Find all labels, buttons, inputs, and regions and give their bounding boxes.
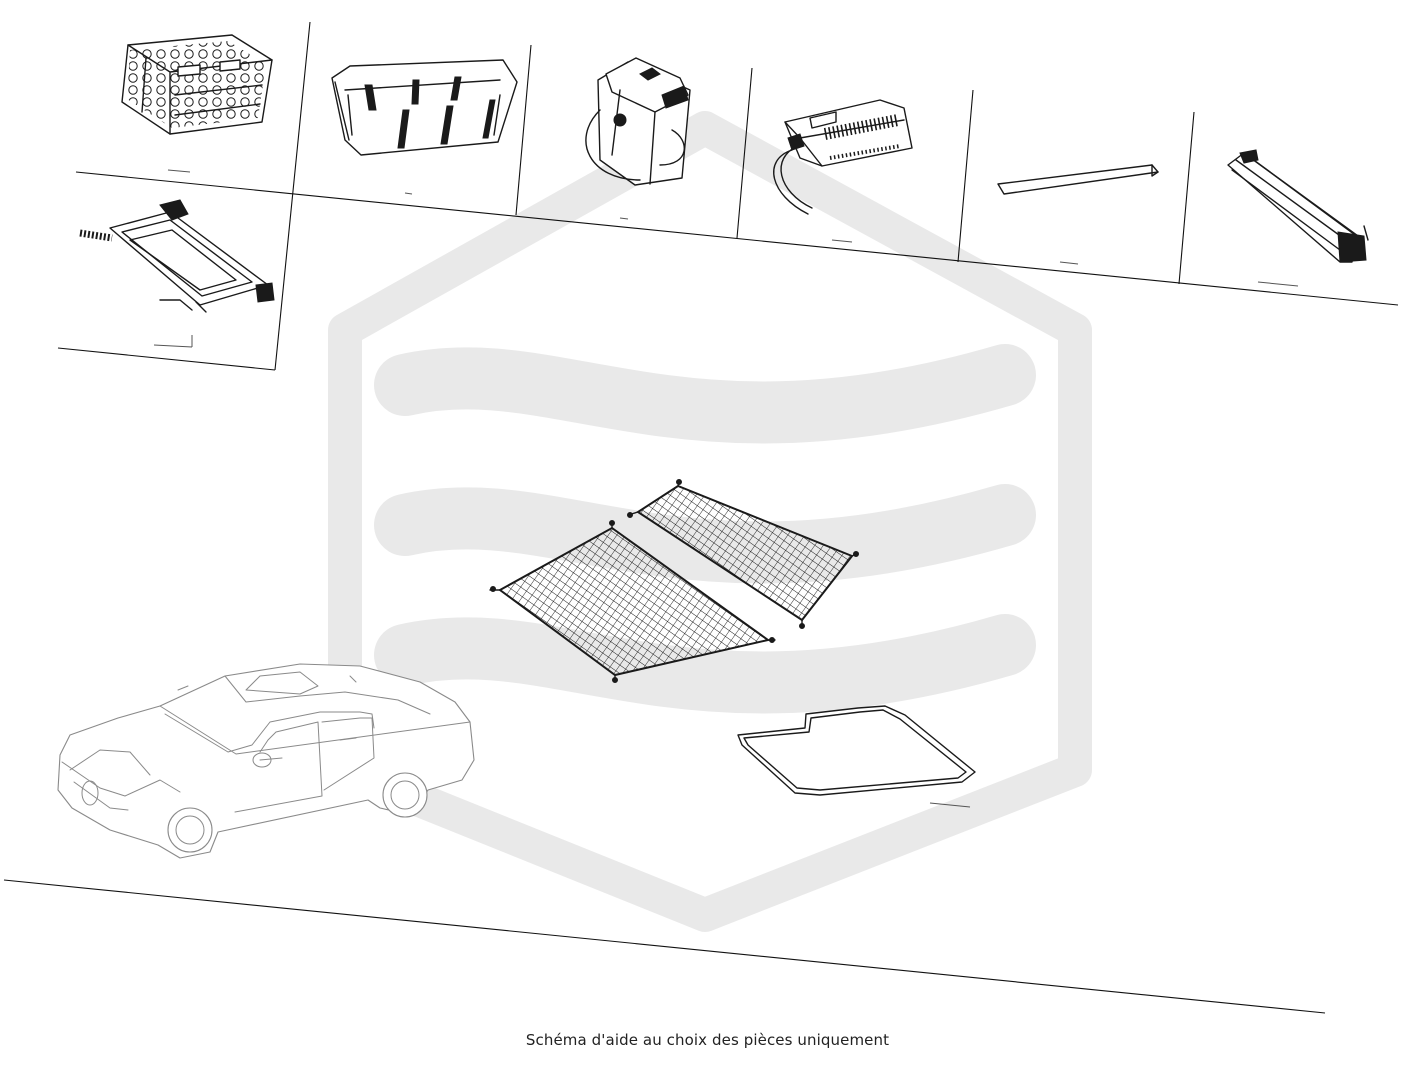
cargo-net-icon[interactable] bbox=[489, 520, 776, 683]
cargo-basket-icon[interactable] bbox=[331, 59, 518, 195]
roof-carrier-icon[interactable] bbox=[1227, 149, 1369, 287]
cool-box-icon[interactable] bbox=[773, 99, 913, 243]
panel-separators bbox=[3, 21, 1399, 1014]
watermark-logo-icon bbox=[328, 111, 1092, 932]
cool-bag-icon[interactable] bbox=[585, 57, 691, 220]
folding-crate-icon[interactable] bbox=[121, 34, 273, 173]
trunk-mat-icon[interactable] bbox=[737, 705, 976, 808]
luggage-net-icon[interactable] bbox=[627, 479, 859, 629]
diagram-caption: Schéma d'aide au choix des pièces unique… bbox=[525, 1031, 890, 1049]
rail-bar-icon[interactable] bbox=[997, 164, 1159, 265]
vehicle-icon[interactable] bbox=[57, 663, 475, 859]
bike-carrier-icon[interactable] bbox=[79, 199, 275, 348]
